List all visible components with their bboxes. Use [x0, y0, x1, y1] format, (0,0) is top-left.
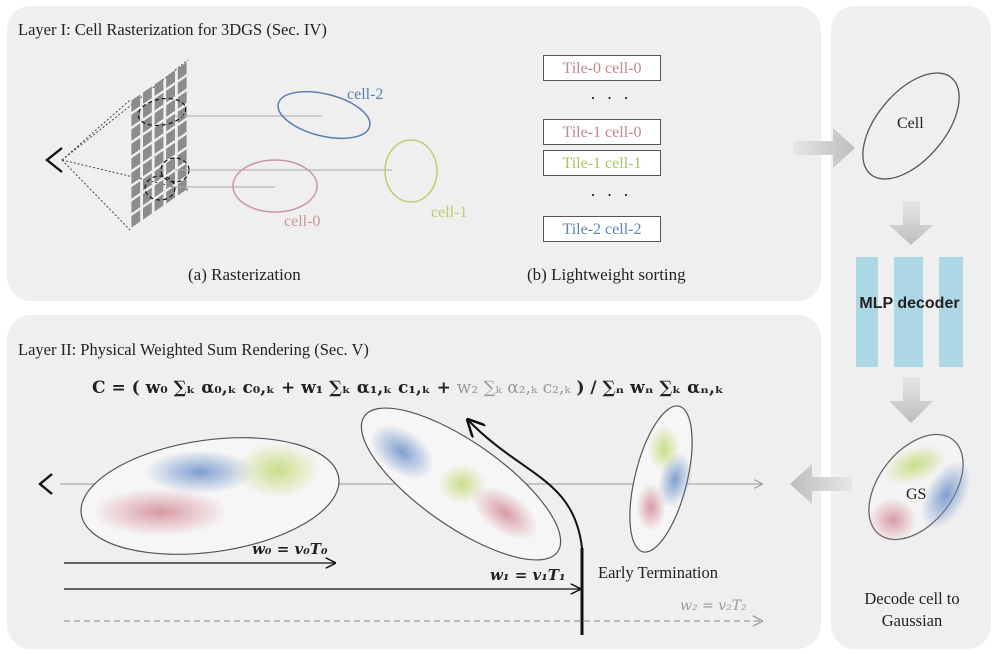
- tile: [154, 194, 164, 212]
- tile: [143, 86, 152, 104]
- equation-plus: +: [281, 378, 296, 398]
- equation-rhs: ) / ∑ₙ wₙ ∑ₖ αₙ,ₖ: [576, 378, 724, 398]
- tile: [166, 99, 175, 117]
- tile: [131, 181, 141, 199]
- termination-arrow: [468, 420, 583, 549]
- tile: [143, 115, 152, 133]
- cell-rays: [170, 115, 392, 188]
- layer2-title: Layer II: Physical Weighted Sum Renderin…: [18, 340, 369, 359]
- tile: [177, 149, 187, 167]
- rasterization-caption: (a) Rasterization: [188, 265, 301, 284]
- decoded-cell-ellipse: [862, 72, 960, 180]
- layer1-panel: [7, 6, 821, 301]
- tile: [154, 150, 164, 169]
- tile: [177, 105, 187, 124]
- mlp-decoder-label: MLP decoder: [859, 295, 960, 312]
- tile: [131, 195, 141, 214]
- cell-1-label: cell-1: [431, 204, 468, 221]
- tile: [131, 166, 141, 185]
- weight-label-1: w₁ = v₁T₁: [490, 566, 566, 584]
- arrow-to-gs: [889, 377, 933, 423]
- sort-ellipsis: · · ·: [590, 185, 632, 205]
- tile: [131, 94, 141, 112]
- sort-entry-tile0-cell0: Tile-0 cell-0: [543, 55, 661, 81]
- tile: [166, 142, 175, 161]
- cell-1-ellipse: [384, 139, 438, 203]
- arrow-to-rendering: [790, 464, 852, 504]
- eye-icon: [38, 473, 53, 495]
- tile: [143, 202, 152, 220]
- sort-entry-tile1-cell1: Tile-1 cell-1: [543, 150, 661, 176]
- tile: [166, 113, 175, 132]
- eye-icon: [45, 147, 63, 173]
- layer1-title: Layer I: Cell Rasterization for 3DGS (Se…: [18, 20, 327, 39]
- tile: [131, 152, 141, 170]
- tile: [154, 121, 164, 140]
- sort-entry-tile2-cell2: Tile-2 cell-2: [543, 216, 661, 242]
- equation-term-2: w₂ ∑ₖ α₂,ₖ c₂,ₖ: [456, 378, 571, 398]
- arrow-to-cell: [793, 128, 855, 168]
- view-frustum-lines: [61, 59, 189, 231]
- decoded-gaussian: [868, 433, 972, 542]
- equation-plus: +: [436, 378, 451, 398]
- tile: [143, 129, 152, 148]
- sorting-caption: (b) Lightweight sorting: [527, 265, 686, 284]
- tile: [131, 108, 141, 127]
- tile: [143, 187, 152, 206]
- sort-ellipsis: · · ·: [590, 88, 632, 108]
- cell-2-ellipse: [277, 90, 371, 140]
- weight-label-2: w₂ = v₂T₂: [680, 598, 747, 614]
- tile: [154, 107, 164, 125]
- arrow-to-decoder: [889, 201, 933, 245]
- gs-label: GS: [906, 486, 927, 503]
- tile: [131, 210, 141, 228]
- cell-2-label: cell-2: [347, 86, 384, 103]
- tile: [177, 91, 187, 109]
- equation-lhs: C = (: [92, 378, 140, 398]
- tile: [177, 62, 187, 80]
- tile: [177, 163, 187, 182]
- gaussian-2: [629, 405, 693, 553]
- cell-label: Cell: [897, 115, 924, 132]
- tile: [177, 120, 187, 138]
- tile: [143, 158, 152, 177]
- tile: [154, 165, 164, 183]
- cell-0-label: cell-0: [284, 213, 321, 230]
- tile-grid: [131, 62, 187, 228]
- tile: [177, 134, 187, 153]
- tile: [131, 137, 141, 156]
- tile: [166, 84, 175, 103]
- weight-label-0: w₀ = v₀T₀: [252, 540, 328, 558]
- sort-entry-tile1-cell0: Tile-1 cell-0: [543, 119, 661, 145]
- early-termination-label: Early Termination: [598, 563, 718, 582]
- mlp-decoder: [856, 257, 963, 367]
- gaussian-0: [80, 437, 340, 555]
- tile: [166, 171, 175, 190]
- tile: [154, 179, 164, 198]
- tile: [143, 100, 152, 119]
- tile: [131, 123, 141, 141]
- tile: [177, 76, 187, 95]
- tile: [166, 128, 175, 146]
- tile: [166, 157, 175, 175]
- equation-term-1: w₁ ∑ₖ α₁,ₖ c₁,ₖ: [301, 378, 431, 398]
- rendering-equation: C = ( w₀ ∑ₖ α₀,ₖ c₀,ₖ + w₁ ∑ₖ α₁,ₖ c₁,ₖ …: [92, 378, 724, 398]
- tile: [143, 144, 152, 162]
- gaussian-1: [360, 407, 562, 561]
- decode-caption: Decode cell to Gaussian: [864, 589, 960, 630]
- cell-0-ellipse: [232, 159, 318, 213]
- tile: [154, 92, 164, 111]
- tile: [166, 70, 175, 88]
- tile: [154, 78, 164, 96]
- tile: [154, 136, 164, 154]
- equation-term-0: w₀ ∑ₖ α₀,ₖ c₀,ₖ: [145, 378, 276, 398]
- tile: [166, 186, 175, 204]
